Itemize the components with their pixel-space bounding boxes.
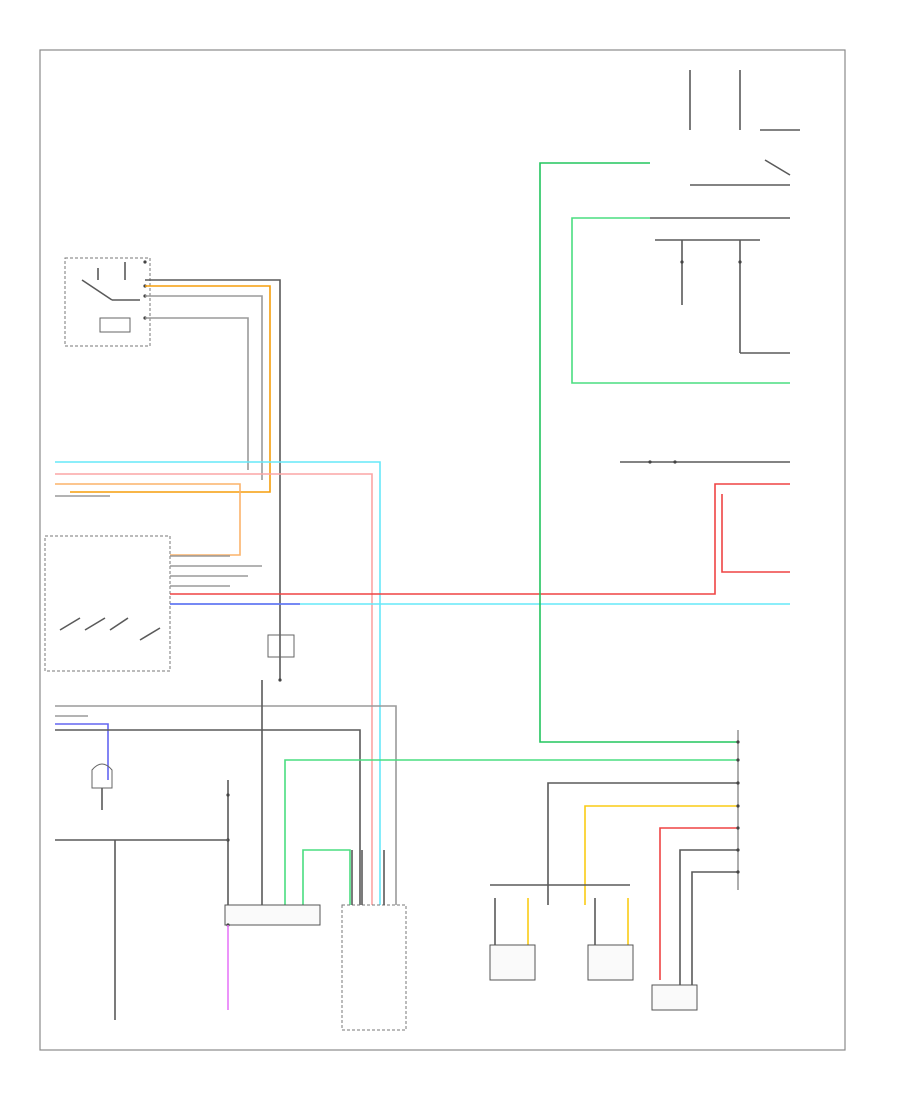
wire-lgray-a [145, 295, 263, 480]
wire-green-mid [284, 759, 738, 905]
wire-red-branch [721, 494, 790, 573]
wire-pink-top [55, 473, 373, 905]
hvac-control-connector [341, 850, 407, 1031]
wire-gray-lower [55, 729, 361, 905]
wire-peach-top [55, 483, 241, 556]
auxiliary-hvac-switch [64, 257, 151, 347]
ac-compressor-clutch [655, 239, 790, 354]
diagram-frame [39, 49, 846, 1051]
wire-orange-a [70, 285, 271, 493]
wire-gray-a [145, 279, 281, 605]
temperature-sensor-right [651, 984, 698, 1011]
wire-cyan-top [55, 461, 381, 905]
pressure-sensor-left [489, 898, 536, 981]
wire-green-2 [571, 217, 790, 384]
auxiliary-hvac-control-module [44, 535, 262, 672]
pressure-sensor-right [587, 898, 634, 981]
wire-lgray-d [55, 705, 397, 905]
refrigerant-pressure-switch [689, 70, 800, 186]
wire-blue-lower [55, 723, 109, 780]
wire-lgray-b [145, 317, 249, 470]
wire-green-mid2 [302, 849, 351, 905]
ambient-light-sensor-module [224, 904, 321, 927]
temperature-sensor [226, 780, 230, 905]
blower-motor-resistor [620, 460, 790, 464]
temperature-actuator [91, 763, 113, 810]
engine-control-module [547, 730, 740, 985]
blower-relay [267, 605, 295, 682]
wire-red-long [170, 483, 790, 595]
wire-green-long [539, 162, 738, 743]
